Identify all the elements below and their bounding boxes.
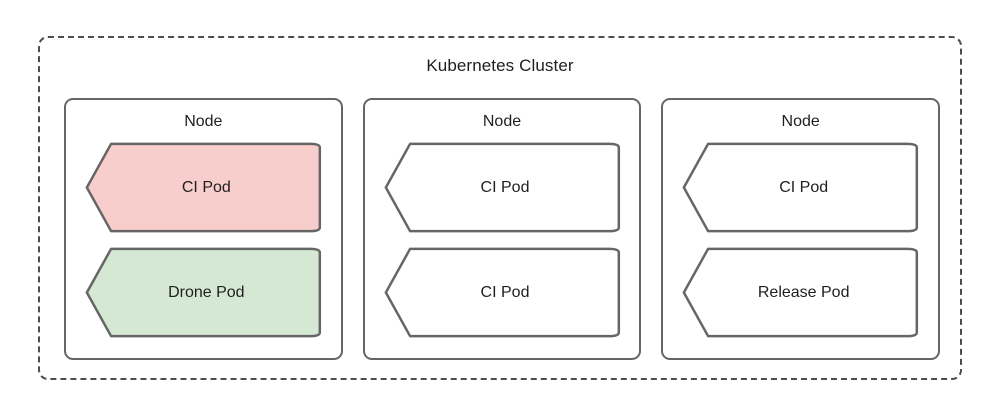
kubernetes-cluster-boundary: Kubernetes Cluster Node CI Pod [38, 36, 962, 380]
pod-list-3: CI Pod Release Pod [679, 142, 922, 342]
pod-shape-icon [82, 247, 325, 338]
cluster-title: Kubernetes Cluster [426, 56, 574, 75]
node-title-3: Node [781, 113, 820, 130]
node-box-2[interactable]: Node CI Pod CI Pod [362, 98, 642, 360]
pod-shape-icon [381, 247, 624, 338]
node-box-3[interactable]: Node CI Pod Release Pod [661, 98, 941, 360]
pod-2-2[interactable]: CI Pod [381, 247, 624, 338]
pod-3-1[interactable]: CI Pod [679, 142, 922, 233]
node-title-2: Node [482, 113, 522, 130]
pod-shape-icon [381, 142, 624, 233]
pod-1-1[interactable]: CI Pod [82, 142, 325, 233]
pod-list-1: CI Pod Drone Pod [82, 142, 325, 342]
pod-2-1[interactable]: CI Pod [381, 142, 624, 233]
pod-shape-icon [679, 247, 922, 338]
pod-3-2[interactable]: Release Pod [679, 247, 922, 338]
pod-shape-icon [679, 142, 922, 233]
node-box-1[interactable]: Node CI Pod Drone Pod [64, 98, 343, 360]
pod-list-2: CI Pod CI Pod [381, 142, 624, 342]
pod-shape-icon [82, 142, 325, 233]
pod-1-2[interactable]: Drone Pod [82, 247, 325, 338]
nodes-row: Node CI Pod Drone Pod [64, 98, 941, 360]
node-title-1: Node [184, 113, 223, 130]
